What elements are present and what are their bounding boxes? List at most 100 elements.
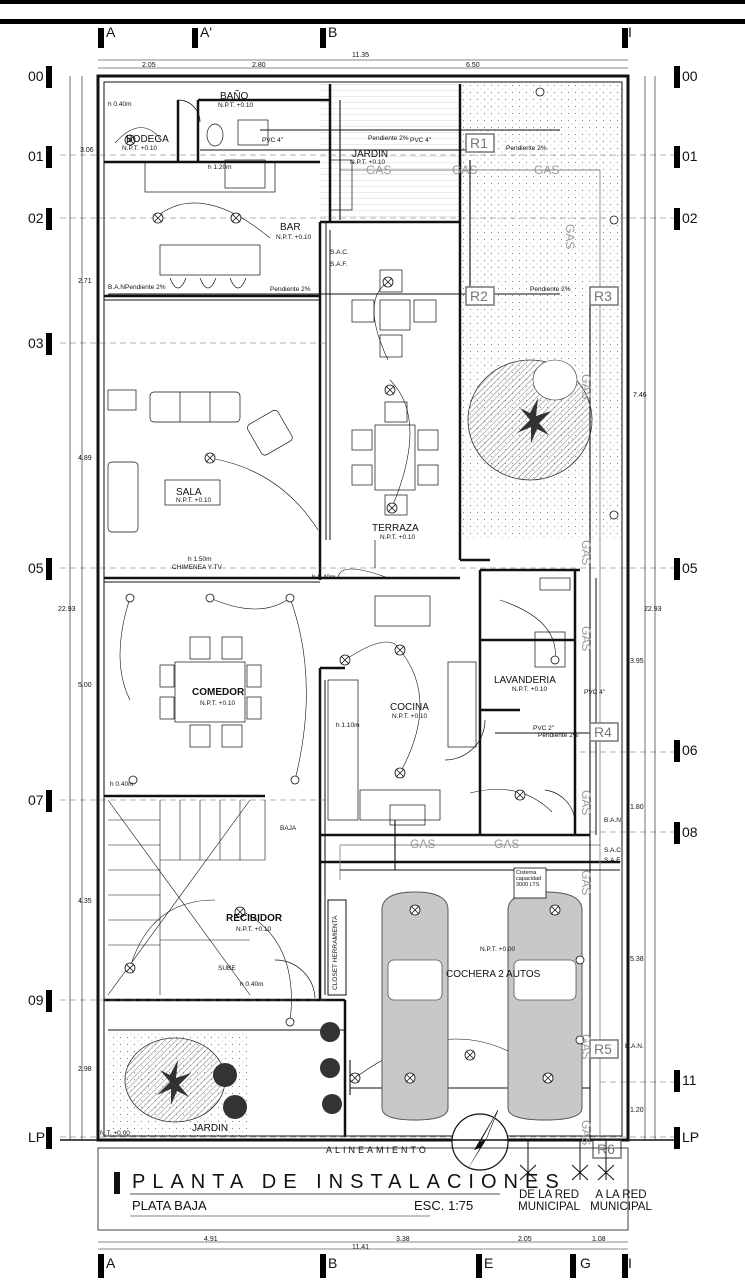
grid-label-right-00: 00 [682, 68, 698, 84]
level-sala: N.P.T. +0.10 [176, 497, 212, 504]
dim-bottom-1: 4.91 [204, 1236, 218, 1243]
light-fixtures [124, 134, 561, 1084]
pendiente-r1: Pendiente 2% [506, 145, 547, 152]
sac-note-2: S.A.C. [604, 847, 623, 854]
drawing-scale: ESC. 1:75 [414, 1198, 474, 1213]
dining-furniture [159, 636, 262, 748]
pendiente-r2: Pendiente 2% [530, 286, 571, 293]
dim-bottom-total: 11.41 [352, 1244, 369, 1251]
level-recibidor: N.P.T. +0.10 [236, 926, 272, 933]
stairs-down-label: BAJA [280, 825, 297, 832]
grid-label-top-a: A [106, 24, 116, 40]
register-boxes [465, 133, 622, 1159]
room-comedor-label: COMEDOR [192, 687, 245, 698]
dim-top-2: 2.80 [252, 62, 266, 69]
grid-label-left-00: 00 [28, 68, 44, 84]
dim-right-1: 7.46 [633, 392, 647, 399]
height-note-2: h 1.50m [188, 556, 212, 563]
register-r2: R2 [470, 288, 488, 304]
register-r1: R1 [470, 135, 488, 151]
room-lavanderia-label: LAVANDERIA [494, 675, 556, 686]
staircase [107, 799, 266, 996]
grid-label-bottom-a: A [106, 1255, 116, 1271]
gas-label-7: GAS [579, 374, 593, 400]
dim-top-1: 2.05 [142, 62, 156, 69]
level-cocina: N.P.T. +0.10 [392, 713, 428, 720]
dim-left-1: 3.06 [80, 147, 94, 154]
saf-note: S.A.F. [330, 261, 348, 268]
dim-bottom-2: 3.38 [396, 1236, 410, 1243]
municipal-ref-from: DE LA RED MUNICIPAL [518, 1189, 580, 1213]
closet-herramienta-label: CLOSET HERRAMIENTA [332, 915, 339, 990]
level-comedor: N.P.T. +0.10 [200, 700, 236, 707]
grid-label-bottom-g: G [580, 1255, 591, 1271]
exterior-walls-inner [103, 81, 623, 1137]
height-note-3: h 1.20m [208, 164, 232, 171]
level-jardin-bottom: N.T. +0.00 [100, 1130, 130, 1137]
height-note-7: h 0.40m [312, 574, 336, 581]
gas-label-8: GAS [579, 540, 593, 566]
alignment-label: ALINEAMIENTO [326, 1145, 429, 1155]
pvc-note-1: PVC 4" [262, 137, 284, 144]
room-sala-label: SALA [176, 487, 202, 498]
gas-label-4: GAS [410, 837, 436, 851]
living-room-furniture [107, 389, 293, 533]
garage-cars [381, 891, 583, 1121]
dimension-lines [69, 59, 656, 1250]
title-frame [97, 1147, 629, 1231]
municipal-ref-to: A LA RED MUNICIPAL [590, 1189, 652, 1213]
level-cochera: N.P.T. +0.00 [480, 946, 516, 953]
pendiente-jardin: Pendiente 2% [368, 135, 409, 142]
pendiente-bar-2: Pendiente 2% [270, 286, 311, 293]
grid-label-top-a-prime: A' [200, 24, 213, 40]
grid-label-right-01: 01 [682, 148, 698, 164]
door-swings [177, 99, 576, 999]
grid-label-left-03: 03 [28, 335, 44, 351]
dim-left-6: 2.98 [78, 1066, 92, 1073]
car-windows [387, 959, 577, 1001]
wall-lights [125, 87, 619, 1045]
grid-label-right-08: 08 [682, 824, 698, 840]
dim-right-2: 3.95 [630, 658, 644, 665]
grid-label-bottom-i: I [628, 1255, 632, 1271]
dim-left-3: 4.89 [78, 455, 92, 462]
stairs-up-label: SUBE [218, 965, 236, 972]
gas-label-6: GAS [563, 224, 577, 250]
dim-right-4: 5.38 [630, 956, 644, 963]
height-note-4: h 1.10m [336, 722, 360, 729]
room-jardin-top-label: JARDIN [352, 149, 389, 160]
grid-label-left-09: 09 [28, 992, 44, 1008]
cistern-label: Cisterna capacidad 3000 LTS [516, 870, 542, 888]
dim-top-total: 11.35 [352, 52, 369, 59]
bathroom-fixtures [206, 119, 353, 211]
pendiente-bar: Pendiente 2% [125, 284, 166, 291]
grid-label-top-i: I [628, 24, 632, 40]
grid-label-right-05: 05 [682, 560, 698, 576]
room-bodega-label: BODEGA [126, 134, 169, 145]
level-bodega: N.P.T. +0.10 [122, 145, 158, 152]
height-note-5: h 0.40m [110, 781, 134, 788]
grid-label-bottom-e: E [484, 1255, 494, 1271]
pvc-note-2: PVC 4" [410, 137, 432, 144]
gas-label-10: GAS [579, 790, 593, 816]
grid-label-left-01: 01 [28, 148, 44, 164]
dim-bottom-4: 1.08 [592, 1236, 606, 1243]
room-recibidor-label: RECIBIDOR [226, 913, 283, 924]
gas-label-3: GAS [534, 163, 560, 177]
register-r4: R4 [594, 724, 612, 740]
level-jardin-top: N.P.T. +0.10 [350, 159, 386, 166]
gas-label-2: GAS [452, 163, 478, 177]
dim-left-4: 5.00 [78, 682, 92, 689]
deck-area [320, 84, 460, 222]
plumbing-lines [108, 100, 620, 1140]
grid-label-left-07: 07 [28, 792, 44, 808]
pvc-note-3: PVC 4" [584, 689, 606, 696]
bar-furniture [144, 161, 276, 289]
saf-note-2: S.A.F. [604, 857, 622, 864]
room-terraza-label: TERRAZA [372, 523, 419, 534]
north-arrow [451, 1109, 509, 1172]
room-bano-label: BAÑO [220, 91, 249, 102]
gas-label-5: GAS [494, 837, 520, 851]
room-chimenea-label: CHIMENEA Y TV [172, 564, 222, 571]
